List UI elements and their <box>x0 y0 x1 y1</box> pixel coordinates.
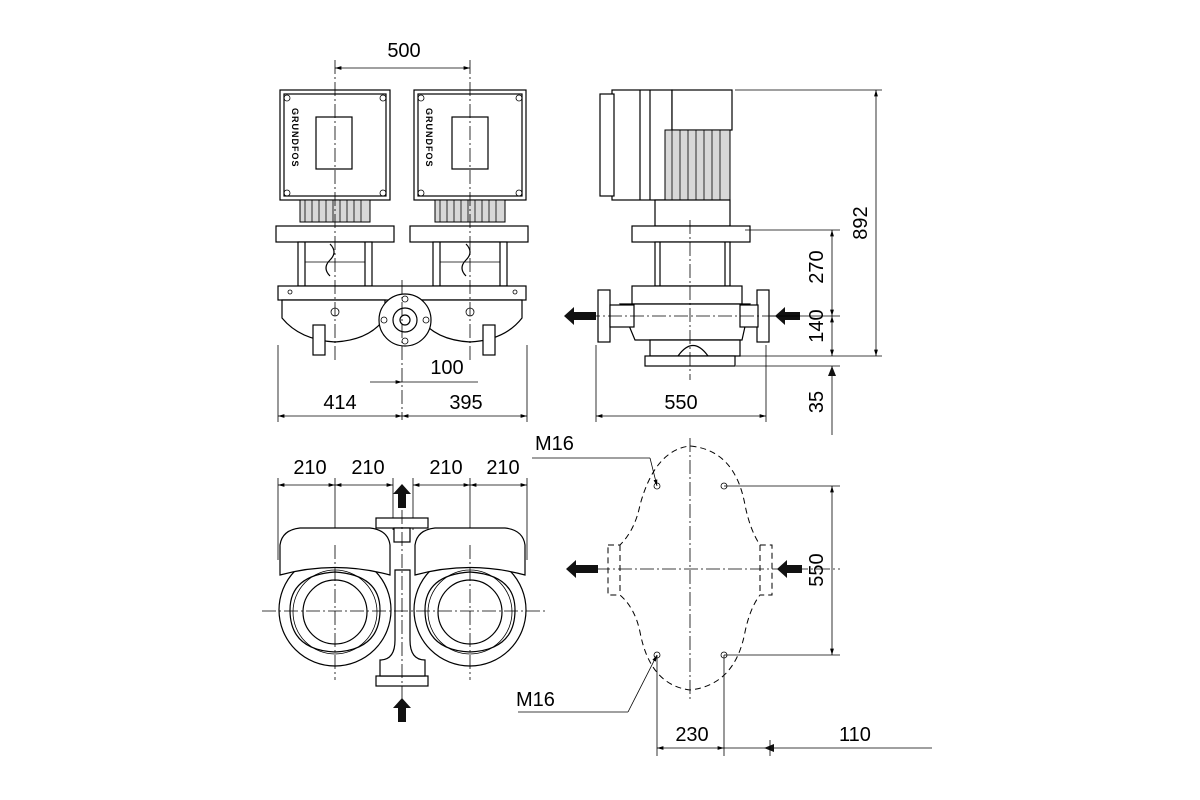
foundation-outlet-arrow <box>566 560 598 578</box>
brand-logo-right: GRUNDFOS <box>424 108 434 168</box>
dim-270: 270 <box>806 250 828 283</box>
brand-logo-left: GRUNDFOS <box>290 108 300 168</box>
right-fan-ribs <box>439 200 497 222</box>
side-view: 550 892 270 140 35 <box>564 89 882 435</box>
plan-view: 210 210 210 210 <box>262 457 545 722</box>
side-pump-body <box>597 285 770 367</box>
dim-210-a: 210 <box>293 457 326 479</box>
dim-414: 414 <box>323 392 356 414</box>
pump-housing-front <box>277 285 527 356</box>
foundation-view: M16 M16 550 230 110 <box>516 433 932 756</box>
foundation-inlet-arrow <box>777 560 802 578</box>
dim-210-b: 210 <box>351 457 384 479</box>
dim-210-d: 210 <box>486 457 519 479</box>
plan-outlet-arrow <box>393 484 411 508</box>
label-m16-top: M16 <box>535 433 574 455</box>
side-outlet-arrow <box>564 307 596 325</box>
dim-395: 395 <box>449 392 482 414</box>
dim-550-foundation: 550 <box>806 553 828 586</box>
dim-100: 100 <box>430 357 463 379</box>
plan-inlet-arrow <box>393 698 411 722</box>
bolt-holes <box>653 482 728 659</box>
label-m16-bottom: M16 <box>516 689 555 711</box>
dim-210-c: 210 <box>429 457 462 479</box>
dim-230: 230 <box>675 724 708 746</box>
left-fan-ribs <box>304 200 362 222</box>
dim-110: 110 <box>839 724 871 746</box>
dim-500: 500 <box>387 40 420 62</box>
dim-35: 35 <box>806 391 828 413</box>
right-motor: GRUNDFOS <box>409 89 529 287</box>
side-motor <box>599 89 751 287</box>
dim-892: 892 <box>850 206 872 239</box>
side-motor-ribs <box>671 130 721 200</box>
front-view: GRUNDFOS <box>275 40 529 422</box>
dim-550-side: 550 <box>664 392 697 414</box>
dim-140: 140 <box>806 309 828 342</box>
